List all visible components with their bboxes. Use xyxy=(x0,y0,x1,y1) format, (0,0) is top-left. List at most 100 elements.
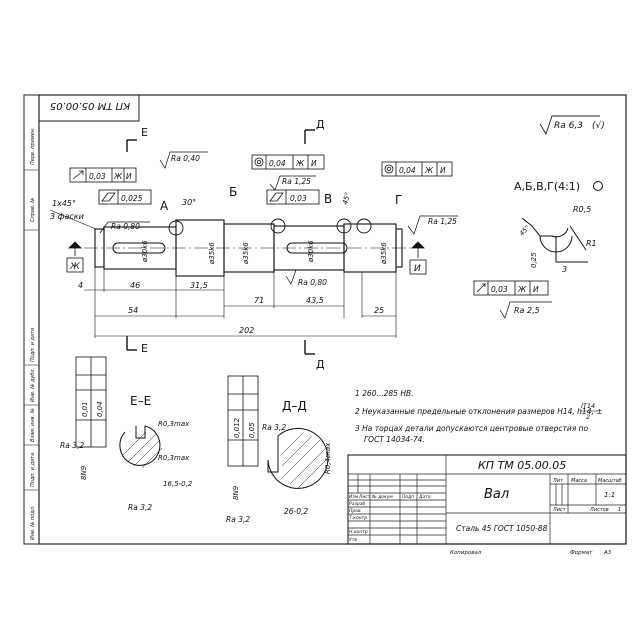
view-letter-G: Г xyxy=(395,193,402,207)
ra-080b: Ra 0,80 xyxy=(298,278,327,287)
chamfer-label: 1x45° xyxy=(52,199,76,208)
title-col-lit: Лит xyxy=(552,478,564,484)
section-EE-title: Е–Е xyxy=(130,394,151,408)
chamfer-leader xyxy=(49,209,97,230)
dim-46: 46 xyxy=(130,281,140,290)
section-EE-r03b: R0,3max xyxy=(158,454,190,462)
top-stamp-code: КП ТМ 05.00.05 xyxy=(50,100,130,111)
note-3b: ГОСТ 14034-74. xyxy=(364,435,425,444)
gdt-frame-4 xyxy=(266,189,320,205)
gdt-3-datum-a: Ж xyxy=(295,159,305,168)
note-3: 3 На торцах детали допускаются центровые… xyxy=(355,424,589,433)
section-EE-ra2: Ra 3,2 xyxy=(128,503,152,512)
cut-letter-E-bottom: Е xyxy=(141,342,148,355)
title-scale: 1:1 xyxy=(604,491,615,499)
section-DD-tol-1: 0,012 xyxy=(233,417,241,438)
dim-71: 71 xyxy=(254,296,264,305)
gdt-frame-1 xyxy=(69,167,137,183)
gdt-frame-3 xyxy=(251,154,325,170)
section-DD-ra1: Ra 3,2 xyxy=(262,423,286,432)
ra-symbol-25 xyxy=(499,301,552,319)
title-row-date: Дата xyxy=(418,494,431,500)
cut-letter-D-top: Д xyxy=(316,118,325,131)
cut-mark-D-bottom xyxy=(304,340,315,355)
roughness-general-check: (√) xyxy=(592,120,605,131)
view-letter-B: Б xyxy=(229,185,237,199)
ra-symbol-125 xyxy=(269,175,316,191)
title-format-value: А3 xyxy=(603,550,612,556)
cut-letter-D-bottom: Д xyxy=(316,358,325,371)
section-EE-tolframe xyxy=(75,356,107,448)
note-2-fraction-den: 2 xyxy=(586,413,590,421)
section-DD-drawing xyxy=(267,427,329,489)
angle-45: 45° xyxy=(341,191,352,205)
dia-label-3: ø35k6 xyxy=(242,242,250,265)
roughness-general-symbol xyxy=(539,115,600,136)
dim-435: 43,5 xyxy=(306,296,324,305)
title-name: Вал xyxy=(484,487,509,502)
title-format: Формат xyxy=(570,550,593,556)
gdt-frame-5 xyxy=(381,161,453,177)
undercut-G xyxy=(356,218,372,234)
section-EE-tol-1: 0,01 xyxy=(81,401,89,417)
section-DD-tolframe xyxy=(227,375,259,467)
gdt-4-value: 0,03 xyxy=(290,194,307,203)
datum-I: И xyxy=(414,264,421,274)
gdt-2-value: 0,025 xyxy=(121,194,143,203)
detail-025: 0,25 xyxy=(530,252,538,268)
title-row-list: Лист xyxy=(358,494,371,500)
view-letter-V: В xyxy=(324,192,332,206)
gdt-5-datum-b: И xyxy=(440,166,446,175)
section-EE-w: 8N9 xyxy=(80,465,88,480)
inner-frame xyxy=(38,94,627,545)
title-code: КП ТМ 05.00.05 xyxy=(478,459,566,472)
datum-Zh-marker xyxy=(66,241,84,273)
title-role-check: Пров xyxy=(349,508,361,514)
section-DD-ra2: Ra 3,2 xyxy=(226,515,250,524)
dia-label-1: ø30k6 xyxy=(141,240,149,263)
section-DD-r04: R0,4max xyxy=(324,442,332,474)
section-EE-ra1: Ra 3,2 xyxy=(60,441,84,450)
undercut-B xyxy=(270,218,286,234)
ra-25: Ra 2,5 xyxy=(514,306,540,315)
section-EE-drawing xyxy=(119,425,161,466)
dimension-lines xyxy=(84,267,397,338)
side-label-1: Перв. примен. xyxy=(30,127,36,165)
detail-r1: R1 xyxy=(586,239,597,248)
title-role-dev: Разраб xyxy=(349,501,365,507)
title-copied: Копировал xyxy=(450,550,482,556)
keyway-left xyxy=(112,242,166,254)
view-letter-A: А xyxy=(160,199,169,213)
ra-125b: Ra 1,25 xyxy=(428,217,457,226)
side-label-6: Подп. и дата xyxy=(30,453,36,487)
undercut-V xyxy=(336,218,352,234)
title-row-sign: Подп xyxy=(402,494,414,500)
section-EE-tol-2: 0,04 xyxy=(96,401,104,417)
gdt-3-datum-b: И xyxy=(311,159,317,168)
cut-mark-E-top xyxy=(126,139,137,152)
gdt-5-value: 0,04 xyxy=(399,166,416,175)
cut-letter-E-top: Е xyxy=(141,126,148,139)
dim-54: 54 xyxy=(128,306,138,315)
chamfer-note: 3 фаски xyxy=(50,212,84,221)
ra-symbol-040 xyxy=(159,151,208,169)
datum-I-marker xyxy=(409,241,427,275)
ra-040: Ra 0,40 xyxy=(171,154,200,163)
title-row-doc: № докум xyxy=(371,494,393,500)
ra-125: Ra 1,25 xyxy=(282,177,311,186)
dim-25: 25 xyxy=(374,306,384,315)
ra-symbol-080 xyxy=(99,221,150,234)
title-row-izm: Изм xyxy=(349,494,359,500)
title-col-scale: Масштаб xyxy=(598,478,622,484)
section-DD-w: 8N9 xyxy=(232,485,240,500)
side-label-5: Взам. инв. № xyxy=(30,408,36,442)
datum-Zh: Ж xyxy=(69,262,80,272)
gdt-frame-6 xyxy=(473,280,549,296)
side-strip xyxy=(24,169,39,491)
gdt-6-datum-b: И xyxy=(533,285,539,294)
title-sheets-num: 1 xyxy=(618,507,621,513)
title-material: Сталь 45 ГОСТ 1050-88 xyxy=(456,524,548,533)
dim-4: 4 xyxy=(78,281,83,290)
title-col-mass: Масса xyxy=(571,478,587,484)
note-2-fraction-num: IT14 xyxy=(581,402,595,410)
